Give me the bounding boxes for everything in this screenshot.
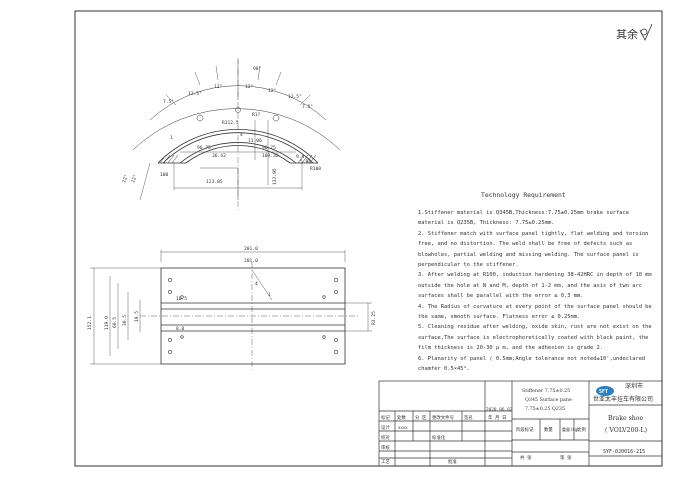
rivet-hole bbox=[334, 338, 338, 342]
title-block bbox=[378, 380, 663, 467]
arc-angle-label: 22° bbox=[121, 174, 130, 184]
rivet-hole bbox=[334, 290, 338, 294]
row-label: 校对 bbox=[381, 434, 390, 441]
company-name: 深圳市 bbox=[625, 382, 643, 390]
arc-angle-label: 12° bbox=[245, 84, 254, 90]
arc-dim-label: 132.95 bbox=[272, 168, 278, 185]
arc-angle-label: 22° bbox=[130, 174, 139, 184]
rivet-hole bbox=[322, 295, 326, 299]
row-label: 工艺 bbox=[381, 459, 390, 465]
date-format: 年 月 日 bbox=[488, 414, 506, 421]
plan-dim-label: 152.1 bbox=[87, 316, 93, 330]
rivet-hole bbox=[180, 295, 184, 299]
rivet-hole bbox=[168, 278, 172, 282]
arc-dim-label: 4 bbox=[240, 132, 243, 138]
part-name: Brake shoe bbox=[608, 415, 643, 422]
sheet-num: 第 张 bbox=[560, 454, 572, 461]
drawing-date: 2020.06.02 bbox=[486, 407, 513, 413]
plan-view-labels: 201.0 201.0 152.1 119.0 60.5 30.5 19.5 8… bbox=[87, 246, 377, 332]
rivet-hole bbox=[322, 335, 326, 339]
title-block-text: Stiffener 7.75±0.25 Q345 Surface pane 7.… bbox=[381, 382, 653, 465]
arc-dim-label: R112.5 bbox=[222, 120, 239, 126]
requirement-item: 4. The Radius of curvature at every poin… bbox=[418, 303, 652, 321]
requirement-item: 1.Stiffener material is Q345B,Thickness:… bbox=[418, 210, 629, 227]
row-label: 审核 bbox=[381, 444, 390, 451]
rivet-hole bbox=[334, 350, 338, 354]
rivet-hole bbox=[168, 290, 172, 294]
plan-dim-label: 19.5 bbox=[134, 311, 140, 322]
rivet-hole bbox=[334, 278, 338, 282]
requirements-list: 1.Stiffener material is Q345B,Thickness:… bbox=[418, 208, 658, 375]
designer-signature: xxxx bbox=[398, 425, 408, 430]
std-label: 标准化 bbox=[432, 434, 446, 441]
qty-label: 数量 bbox=[544, 426, 553, 433]
material-line: 7.75±0.25 Q235 bbox=[525, 406, 565, 412]
arc-dim-label: 109.32 bbox=[262, 153, 279, 159]
company-logo-icon: SFT bbox=[596, 386, 614, 396]
plan-dim-label: 60.5 bbox=[112, 317, 118, 328]
arc-view bbox=[132, 58, 341, 210]
sheet-total: 共 张 bbox=[520, 454, 532, 461]
arc-dim-label: 5.94 bbox=[300, 159, 311, 165]
plan-dim-label: 1 bbox=[268, 292, 271, 298]
arc-dim-label: 96.75 bbox=[262, 145, 276, 151]
requirements-title: Technology Requirement bbox=[481, 191, 566, 199]
arc-angle-label: 7.5° bbox=[163, 99, 174, 105]
material-line: Stiffener 7.75±0.25 bbox=[522, 388, 570, 394]
plan-dim-label: R3.25 bbox=[371, 311, 377, 325]
rivet-hole bbox=[168, 338, 172, 342]
arc-dim-label: 1 bbox=[170, 135, 173, 141]
plan-view bbox=[90, 250, 372, 370]
rivet-hole bbox=[180, 335, 184, 339]
arc-dim-label: R1? bbox=[252, 112, 261, 118]
arc-dim-label: 123.85 bbox=[206, 179, 223, 185]
arc-dim-label: 96.75 bbox=[197, 145, 211, 151]
drawing-number: SYF-0J0016-215 bbox=[603, 449, 645, 455]
arc-dim-label: 100 bbox=[160, 172, 169, 178]
plan-dim-label: 8.0 bbox=[176, 326, 185, 332]
rivet-holes bbox=[168, 278, 338, 354]
surface-finish-mark: 其余 bbox=[616, 27, 638, 41]
drawing-border bbox=[74, 10, 663, 467]
arc-angle-label: 12.5° bbox=[188, 91, 202, 97]
arc-dim-label: 36.42 bbox=[212, 153, 226, 159]
rivet-hole bbox=[168, 350, 172, 354]
plan-dim-label: 201.0 bbox=[244, 246, 258, 252]
material-line: Q345 Surface pane bbox=[525, 397, 572, 403]
arc-dim-label: R100 bbox=[310, 166, 321, 172]
requirement-item: 5. Cleaning residue after welding, oxide… bbox=[418, 324, 652, 352]
stage-label: 阶段标记 bbox=[516, 426, 534, 433]
weight-label: 重量(kg) bbox=[562, 426, 580, 432]
arc-angle-label: 12° bbox=[268, 88, 277, 94]
requirement-item: 6. Planarity of panel ( 0.5mm;Angle tole… bbox=[418, 355, 646, 373]
rev-header: 标记 bbox=[381, 414, 390, 421]
arc-angle-label: 90° bbox=[253, 66, 262, 72]
rev-header: 更改文件号 bbox=[432, 414, 455, 421]
plan-dim-label: 10.5 bbox=[176, 296, 187, 302]
svg-text:SFT: SFT bbox=[599, 389, 608, 395]
requirement-item: 2. Stiffener match with surface panel ti… bbox=[418, 230, 649, 269]
row-label: 设计 bbox=[381, 424, 390, 431]
plan-dim-label: 4 bbox=[255, 281, 258, 287]
plan-dim-label: 30.5 bbox=[122, 315, 128, 326]
requirement-item: 3. After welding at R100, induction hard… bbox=[418, 272, 652, 300]
rev-header: 签名 bbox=[464, 414, 473, 421]
arc-angle-label: 7.5° bbox=[302, 104, 313, 110]
rev-header: 处数 bbox=[397, 414, 406, 421]
arc-dim-label: 9.4 bbox=[296, 154, 305, 160]
arc-angle-label: 12.5° bbox=[288, 94, 302, 100]
scale-label: 比例 bbox=[577, 426, 586, 433]
rev-header: 分 区 bbox=[415, 414, 427, 421]
approve-label: 批准 bbox=[448, 458, 457, 465]
company-name: 世亚太丰挂车有限公司 bbox=[593, 395, 653, 403]
arc-dim-label: 11.06 bbox=[248, 138, 262, 144]
roughness-symbol-icon bbox=[639, 23, 653, 41]
arc-angle-label: 12° bbox=[214, 84, 223, 90]
part-model: ( VOLV200-L) bbox=[605, 427, 647, 434]
plan-dim-label: 201.0 bbox=[244, 258, 258, 264]
arc-view-labels: 90° 7.5° 12.5° 12° 12° 12° 12.5° 7.5° 22… bbox=[121, 66, 321, 185]
plan-dim-label: 119.0 bbox=[104, 316, 110, 330]
